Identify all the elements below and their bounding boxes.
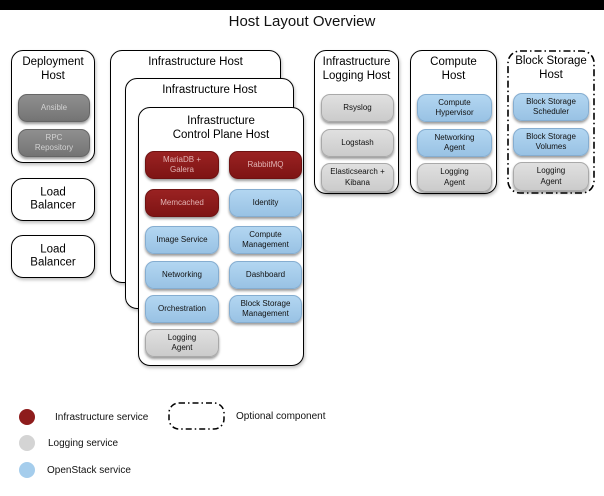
service-orchestration: Orchestration <box>145 295 219 323</box>
infrastructure-logging-host-box: Infrastructure Logging Host Rsyslog Logs… <box>314 50 399 194</box>
service-networking: Networking <box>145 261 219 289</box>
service-compute-management: Compute Management <box>229 226 302 254</box>
legend-label-optional-component: Optional component <box>236 411 326 422</box>
legend-row-logging: Logging service <box>19 435 118 451</box>
service-mariadb-galera: MariaDB + Galera <box>145 151 219 179</box>
legend-label-openstack: OpenStack service <box>47 464 131 476</box>
legend-label-logging: Logging service <box>48 437 119 449</box>
deployment-host-box: Deployment Host Ansible RPC Repository <box>11 50 95 163</box>
infrastructure-control-plane-host-title: Infrastructure Control Plane Host <box>172 115 270 141</box>
deployment-host-title: Deployment Host <box>22 56 84 82</box>
service-block-storage-scheduler: Block Storage Scheduler <box>513 93 589 121</box>
service-rpc-repository: RPC Repository <box>18 129 90 157</box>
infrastructure-host-back-title: Infrastructure Host <box>148 56 243 68</box>
service-image-service: Image Service <box>145 226 219 254</box>
infrastructure-control-plane-host-box: Infrastructure Control Plane Host MariaD… <box>138 107 304 366</box>
service-ansible: Ansible <box>18 94 90 122</box>
load-balancer-1-title: Load Balancer <box>30 185 76 212</box>
service-rsyslog: Rsyslog <box>321 94 394 122</box>
openstack-service-swatch-icon <box>19 462 35 478</box>
block-storage-host-title: Block Storage Host <box>515 55 587 81</box>
service-logstash: Logstash <box>321 129 394 157</box>
service-logging-agent-control-plane: Logging Agent <box>145 329 219 357</box>
service-compute-hypervisor: Compute Hypervisor <box>417 94 492 122</box>
service-block-storage-volumes: Block Storage Volumes <box>513 128 589 156</box>
legend-row-infrastructure: Infrastructure service <box>19 409 148 425</box>
service-identity: Identity <box>229 189 302 217</box>
service-networking-agent: Networking Agent <box>417 129 492 157</box>
load-balancer-1-box: Load Balancer <box>11 178 95 221</box>
load-balancer-2-box: Load Balancer <box>11 235 95 278</box>
service-logging-agent-block-storage: Logging Agent <box>513 162 589 191</box>
service-rabbitmq: RabbitMQ <box>229 151 302 179</box>
service-elasticsearch-kibana: Elasticsearch + Kibana <box>321 163 394 192</box>
service-logging-agent-compute: Logging Agent <box>417 163 492 192</box>
infrastructure-host-mid-title: Infrastructure Host <box>162 84 257 96</box>
logging-service-swatch-icon <box>19 435 35 451</box>
load-balancer-2-title: Load Balancer <box>30 242 76 269</box>
dash-dot-border <box>507 50 595 194</box>
compute-host-title: Compute Host <box>430 56 477 82</box>
legend-row-openstack: OpenStack service <box>19 462 131 478</box>
page-title: Host Layout Overview <box>228 13 376 30</box>
service-block-storage-management: Block Storage Management <box>229 295 302 323</box>
block-storage-host-box: Block Storage Host Block Storage Schedul… <box>507 50 595 194</box>
infrastructure-service-swatch-icon <box>19 409 35 425</box>
compute-host-box: Compute Host Compute Hypervisor Networki… <box>410 50 497 194</box>
service-dashboard: Dashboard <box>229 261 302 289</box>
top-black-bar <box>0 0 604 10</box>
service-memcached: Memcached <box>145 189 219 217</box>
legend-label-infrastructure: Infrastructure service <box>55 411 149 423</box>
optional-component-swatch-icon <box>168 402 225 430</box>
infrastructure-logging-host-title: Infrastructure Logging Host <box>322 56 391 82</box>
